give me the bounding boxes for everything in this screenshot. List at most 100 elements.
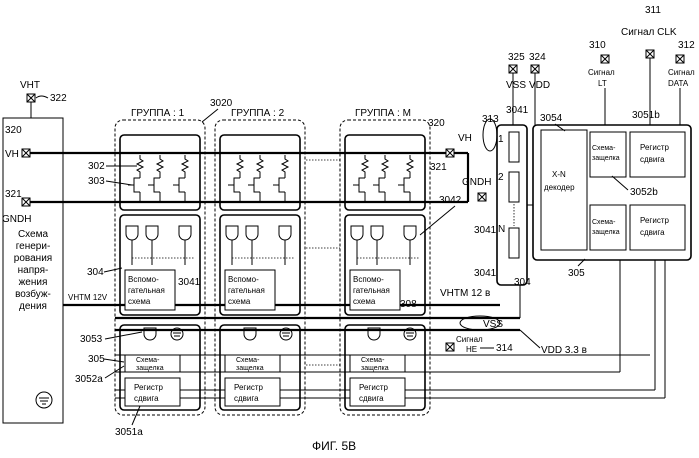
group-1-title: ГРУППА : 1 (131, 108, 185, 119)
ref-3042: 3042 (439, 195, 462, 206)
top-latch-l2: защелка (592, 155, 620, 162)
gndh-right-label: GNDH (462, 177, 491, 188)
vh-right-label: VH (458, 133, 472, 144)
group-1-heaters (128, 155, 188, 202)
group-2-latch-l1: Схема- (236, 357, 260, 364)
group-2-heaters (228, 155, 288, 202)
data-terminal (676, 55, 684, 125)
excitation-generator-label: Схема генери- рования напря- жения возбу… (14, 229, 52, 312)
ref-3041-top: 3041 (506, 105, 529, 116)
vss-top-label: VSS (506, 80, 526, 91)
gndh-left-terminal (22, 198, 30, 206)
ref-3051b: 3051b (632, 110, 660, 121)
ref-305-left-leader (104, 359, 124, 362)
ref-3041-low: 3041 (474, 268, 497, 279)
vht-label: VHT (20, 80, 40, 91)
group-m-heaters (353, 155, 413, 202)
ref-303-leader (106, 181, 132, 185)
signal-data-l1: Сигнал (668, 68, 695, 77)
channel-2-label: 2 (498, 172, 504, 183)
ref-303: 303 (88, 176, 105, 187)
gndh-right-terminal (478, 193, 486, 201)
vdd-top-label: VDD (529, 80, 550, 91)
ref-302: 302 (88, 161, 105, 172)
ref-3051a: 3051a (115, 427, 143, 438)
vht-terminal (27, 94, 35, 118)
signal-lt-l2: LT (598, 79, 607, 88)
group-m-and-gates (351, 226, 416, 265)
ref-320-left: 320 (5, 125, 22, 136)
vdd-bus-label: VDD 3.3 в (541, 345, 587, 356)
group-1-aux-l3: схема (128, 297, 151, 306)
group-m-shift-l1: Регистр (359, 383, 388, 392)
group-1-latch-l1: Схема- (136, 357, 160, 364)
ref-305-left: 305 (88, 354, 105, 365)
ref-308: 308 (400, 299, 417, 310)
top-shift-l2: сдвига (640, 155, 665, 164)
group-2-aux-l3: схема (228, 297, 251, 306)
ref-304-right: 304 (514, 277, 531, 288)
svg-text:возбуж-: возбуж- (15, 288, 51, 300)
ref-3054: 3054 (540, 113, 563, 124)
group-2-aux-l1: Вспомо- (228, 275, 259, 284)
ref-312: 312 (678, 40, 695, 51)
top-shift-l1: Регистр (640, 143, 669, 152)
vhtm-right-label: VHTM 12 в (440, 288, 490, 299)
vh-right-terminal (446, 149, 454, 157)
channel-1-block (509, 132, 519, 162)
ref-321-right: 321 (430, 162, 447, 173)
bottom-latch-l2: защелка (592, 229, 620, 236)
group-m-shift-l2: сдвига (359, 394, 384, 403)
ref-325: 325 (508, 52, 525, 63)
ref-305-right: 305 (568, 268, 585, 279)
gndh-left-label: GNDH (2, 214, 31, 225)
lt-terminal (601, 55, 609, 125)
group-m-latch-l1: Схема- (361, 357, 385, 364)
xn-decoder-l2: декодер (544, 183, 575, 192)
ref-3052b: 3052b (630, 187, 658, 198)
ref-314: 314 (496, 343, 513, 354)
ref-311: 311 (645, 5, 661, 16)
ref-310: 310 (589, 40, 606, 51)
svg-text:напря-: напря- (18, 265, 49, 276)
ref-3041-mid: 3041 (474, 225, 497, 236)
ref-3020: 3020 (210, 98, 233, 109)
group-m-aux-l1: Вспомо- (353, 275, 384, 284)
bottom-latch-box (590, 205, 626, 250)
vhtm-left-label: VHTM 12V (68, 293, 108, 302)
group-2-aux-l2: гательная (228, 286, 265, 295)
channel-n-block (509, 228, 519, 258)
signal-clk-label: Сигнал CLK (621, 27, 677, 38)
ref-322-leader (36, 96, 48, 98)
ref-3053: 3053 (80, 334, 103, 345)
ref-3052b-leader (612, 176, 628, 190)
group-2-shift-l2: сдвига (234, 394, 259, 403)
group-m-latch-l2: защелка (361, 365, 389, 372)
ref-3041-aux: 3041 (178, 277, 201, 288)
bottom-latch-l1: Схема- (592, 219, 616, 226)
he-terminal (446, 343, 454, 351)
group-m-title: ГРУППА : M (355, 108, 411, 119)
signal-data-l2: DATA (668, 79, 689, 88)
group-2-title: ГРУППА : 2 (231, 108, 285, 119)
vdd-top-terminal (531, 65, 539, 125)
top-latch-l1: Схема- (592, 145, 616, 152)
svg-text:рования: рования (14, 253, 52, 264)
group-2-latch-l2: защелка (236, 365, 264, 372)
group-2-and-gates (226, 226, 291, 265)
group-1-shift-l2: сдвига (134, 394, 159, 403)
group-2-shift-l1: Регистр (234, 383, 263, 392)
group-1-aux-l2: гательная (128, 286, 165, 295)
svg-text:генери-: генери- (16, 241, 51, 252)
bottom-shift-l1: Регистр (640, 216, 669, 225)
channel-1-label: 1 (498, 134, 504, 145)
xn-decoder-l1: X-N (552, 170, 566, 179)
ref-321-left: 321 (5, 189, 22, 200)
group-m-aux-l2: гательная (353, 286, 390, 295)
group-1-shift-l1: Регистр (134, 383, 163, 392)
group-m-aux-l3: схема (353, 297, 376, 306)
svg-text:дения: дения (19, 301, 47, 312)
ref-3020-leader (202, 109, 218, 122)
vdd-leader (520, 330, 540, 348)
